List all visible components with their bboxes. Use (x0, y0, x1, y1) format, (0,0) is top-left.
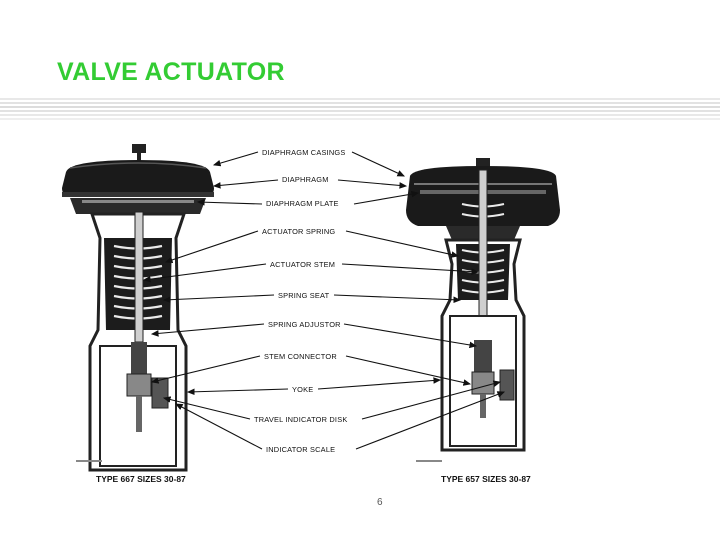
callout-diaphragm-plate: DIAPHRAGM PLATE (266, 199, 339, 208)
page-number: 6 (377, 497, 383, 508)
callout-indicator-scale: INDICATOR SCALE (266, 445, 335, 454)
caption-left: TYPE 667 SIZES 30-87 (96, 474, 186, 484)
callout-diaphragm-casings: DIAPHRAGM CASINGS (262, 148, 345, 157)
slide-title: VALVE ACTUATOR (57, 58, 285, 86)
left-actuator-drawing (62, 144, 214, 472)
right-actuator-drawing (406, 158, 560, 462)
callout-travel-indicator-disk: TRAVEL INDICATOR DISK (254, 415, 347, 424)
callout-spring-adjustor: SPRING ADJUSTOR (268, 320, 341, 329)
caption-right: TYPE 657 SIZES 30-87 (441, 474, 531, 484)
callout-spring-seat: SPRING SEAT (278, 291, 330, 300)
callout-stem-connector: STEM CONNECTOR (264, 352, 337, 361)
callout-diaphragm: DIAPHRAGM (282, 175, 329, 184)
callout-actuator-stem: ACTUATOR STEM (270, 260, 335, 269)
callout-actuator-spring: ACTUATOR SPRING (262, 227, 335, 236)
callout-yoke: YOKE (292, 385, 313, 394)
leader-lines (142, 151, 506, 450)
title-divider (0, 98, 720, 120)
callout-labels: DIAPHRAGM CASINGS DIAPHRAGM DIAPHRAGM PL… (254, 148, 347, 454)
